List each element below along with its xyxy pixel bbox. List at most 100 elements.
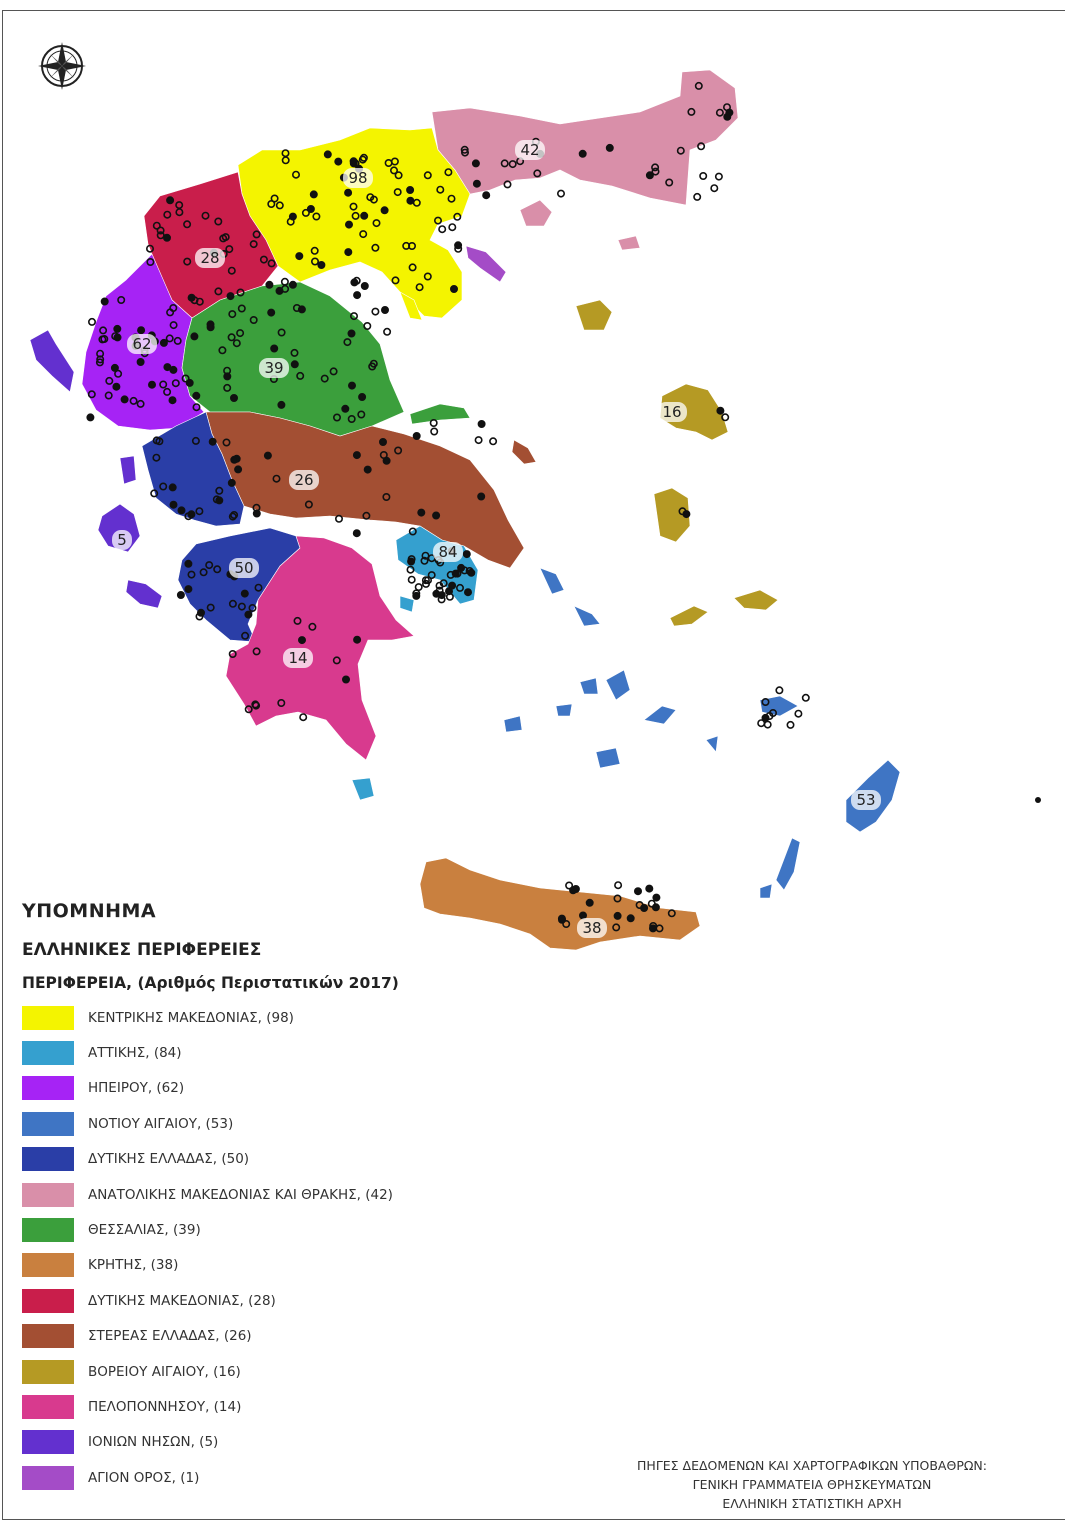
legend-swatch xyxy=(22,1394,74,1419)
incident-marker xyxy=(444,587,453,596)
incident-marker xyxy=(391,276,400,285)
count-label-attiki: 84 xyxy=(438,543,457,561)
incident-marker xyxy=(353,291,362,300)
legend-title: ΥΠΟΜΝΗΜΑ xyxy=(22,900,157,922)
region-thessalia-island xyxy=(409,403,471,425)
incident-marker xyxy=(412,591,421,600)
incident-marker xyxy=(163,363,172,372)
incident-marker xyxy=(114,369,123,378)
region-attiki-island xyxy=(399,595,415,613)
legend-label: ΣΤΕΡΕΑΣ ΕΛΛΑΔΑΣ, (26) xyxy=(88,1328,252,1345)
incident-marker xyxy=(191,436,200,445)
region-agion-oros[interactable] xyxy=(465,245,507,283)
incident-marker xyxy=(291,170,300,179)
incident-marker xyxy=(384,159,393,168)
count-label-bg xyxy=(577,918,607,938)
incident-marker xyxy=(150,489,159,498)
incident-marker xyxy=(347,414,356,423)
incident-marker xyxy=(201,211,210,220)
legend-item-anatoliki-makedonia-thraki: ΑΝΑΤΟΛΙΚΗΣ ΜΑΚΕΔΟΝΙΑΣ ΚΑΙ ΘΡΑΚΗΣ, (42) xyxy=(22,1177,582,1212)
incident-marker xyxy=(474,436,483,445)
incident-marker xyxy=(208,437,217,446)
incident-marker xyxy=(462,550,471,559)
legend-swatch xyxy=(22,1182,74,1207)
count-label-sterea-ellada: 26 xyxy=(294,471,313,489)
incident-marker xyxy=(366,193,375,202)
incident-marker xyxy=(761,697,770,706)
incident-marker xyxy=(329,367,338,376)
incident-marker xyxy=(435,581,444,590)
sources-line-2: ΓΕΝΙΚΗ ΓΡΑΜΜΑΤΕΙΑ ΘΡΗΣΚΕΥΜΑΤΩΝ xyxy=(692,1477,932,1492)
count-label-ionia-nisia: 5 xyxy=(117,531,127,549)
incident-marker xyxy=(267,259,276,268)
legend-item-sterea-ellada: ΣΤΕΡΕΑΣ ΕΛΛΑΔΑΣ, (26) xyxy=(22,1319,582,1354)
count-label-notio-aigaio: 53 xyxy=(856,791,875,809)
region-peloponnisos[interactable] xyxy=(225,535,415,761)
incident-marker xyxy=(226,292,235,301)
region-kriti[interactable] xyxy=(419,857,701,951)
legend-label: ΑΓΙΟΝ ΟΡΟΣ, (1) xyxy=(88,1469,200,1486)
incident-marker xyxy=(181,374,190,383)
incident-marker xyxy=(171,379,180,388)
incident-marker xyxy=(651,163,660,172)
incident-marker xyxy=(394,171,403,180)
incident-marker xyxy=(437,595,446,604)
count-label-bg xyxy=(229,558,259,578)
incident-marker xyxy=(358,155,367,164)
incident-marker xyxy=(249,315,258,324)
region-ionia-nisia[interactable] xyxy=(29,329,75,393)
count-label-bg xyxy=(283,648,313,668)
incident-marker xyxy=(334,157,343,166)
incident-marker xyxy=(358,392,367,401)
incident-marker xyxy=(252,647,261,656)
incident-marker xyxy=(169,321,178,330)
incident-marker xyxy=(477,419,486,428)
region-notio-aigaio xyxy=(705,735,719,753)
region-voreio-aigaio[interactable] xyxy=(575,299,613,331)
incident-marker xyxy=(347,329,356,338)
incident-marker xyxy=(306,205,315,214)
regions-layer xyxy=(29,69,901,951)
incident-marker xyxy=(230,510,239,519)
incident-marker xyxy=(633,887,642,896)
incident-marker xyxy=(156,231,165,240)
incident-marker xyxy=(383,327,392,336)
count-label-ipeiros: 62 xyxy=(132,335,151,353)
incident-marker xyxy=(406,565,415,574)
count-label-anatoliki-makedonia-thraki: 42 xyxy=(520,141,539,159)
incident-marker xyxy=(159,380,168,389)
count-label-voreio-aigaio: 16 xyxy=(662,403,681,421)
incident-marker xyxy=(421,579,430,588)
legend-swatch xyxy=(22,1076,74,1101)
legend-swatch xyxy=(22,1430,74,1455)
incident-marker xyxy=(228,599,237,608)
incident-marker xyxy=(379,450,388,459)
region-anatoliki-makedonia-thraki[interactable] xyxy=(431,69,739,206)
incident-marker xyxy=(227,266,236,275)
incident-marker xyxy=(393,188,402,197)
incident-marker xyxy=(183,257,192,266)
legend-label: ΚΕΝΤΡΙΚΗΣ ΜΑΚΕΔΟΝΙΑΣ, (98) xyxy=(88,1009,294,1026)
incident-marker xyxy=(117,295,126,304)
incident-marker xyxy=(184,559,193,568)
incident-marker xyxy=(267,200,276,209)
incident-marker xyxy=(110,363,119,372)
incident-marker xyxy=(225,245,234,254)
incident-marker xyxy=(206,603,215,612)
incident-marker xyxy=(270,194,279,203)
incident-marker xyxy=(206,323,215,332)
incident-marker xyxy=(192,391,201,400)
region-sterea-ellada-island xyxy=(511,439,537,465)
incident-marker xyxy=(86,413,95,422)
incident-marker xyxy=(436,185,445,194)
legend-label: ΔΥΤΙΚΗΣ ΕΛΛΑΔΑΣ, (50) xyxy=(88,1151,250,1168)
count-label-bg xyxy=(259,358,289,378)
incident-marker xyxy=(508,160,517,169)
incident-marker xyxy=(613,894,622,903)
incident-marker xyxy=(292,303,301,312)
incident-marker xyxy=(317,260,326,269)
incident-marker xyxy=(694,81,703,90)
incident-marker xyxy=(477,492,486,501)
incident-marker xyxy=(380,305,389,314)
